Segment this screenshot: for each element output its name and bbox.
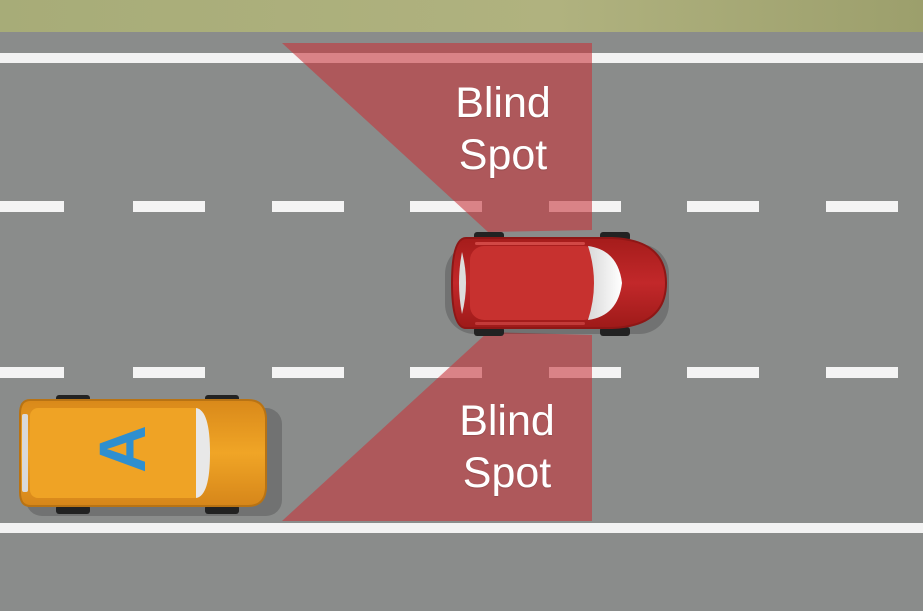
grass-verge — [0, 0, 923, 32]
blind-spot-label-upper-line2: Spot — [458, 131, 548, 179]
yellow-car — [19, 395, 282, 516]
blind-spot-label-lower-line2: Spot — [462, 449, 552, 497]
blind-spot-label-lower: Blind Spot — [417, 395, 597, 499]
blind-spot-zone-lower — [282, 332, 592, 521]
blind-spot-label-upper-line1: Blind — [455, 79, 551, 127]
blind-spot-label-upper: Blind Spot — [413, 77, 593, 181]
blind-spot-label-lower-line1: Blind — [459, 397, 555, 445]
red-car — [445, 232, 669, 336]
blind-spot-zone-upper — [282, 43, 592, 232]
car-a-roof-letter: A — [85, 425, 159, 473]
road-edge-line-bottom — [0, 523, 923, 533]
